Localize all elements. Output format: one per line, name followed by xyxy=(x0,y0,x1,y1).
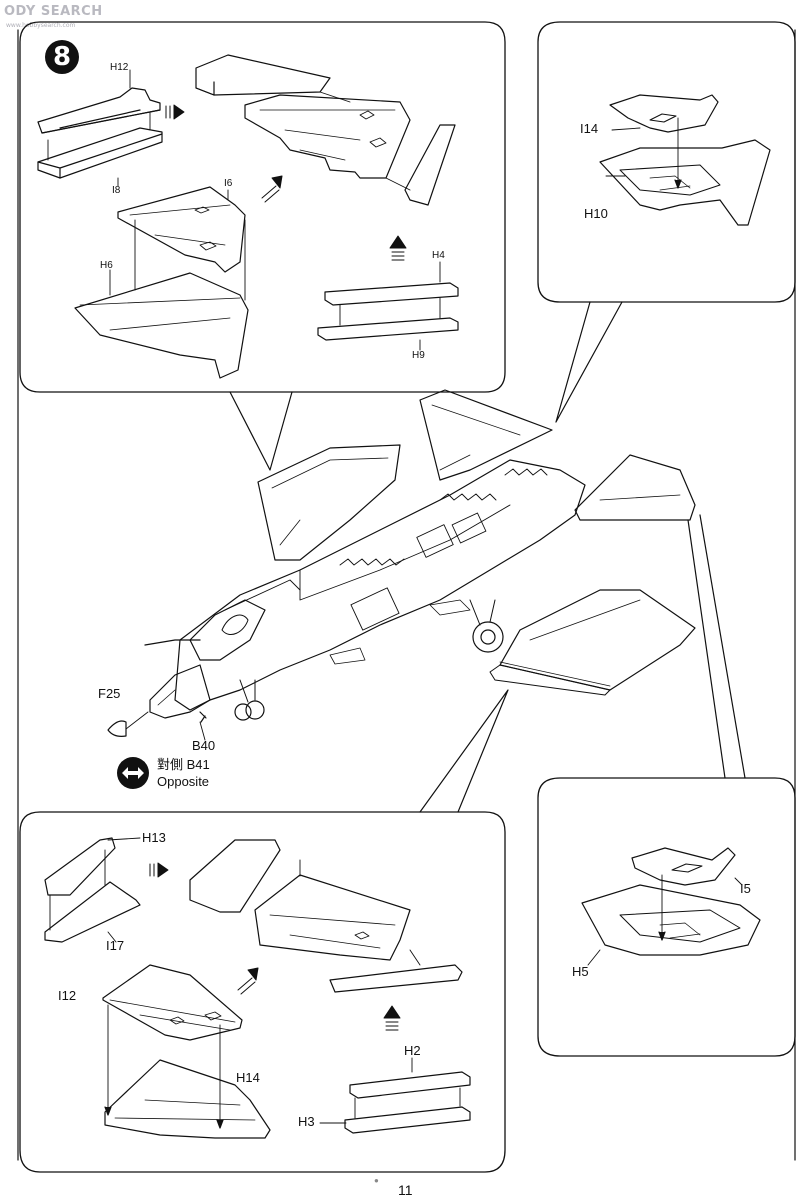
panel-top-right xyxy=(537,21,796,303)
part-label-h2: H2 xyxy=(404,1043,421,1058)
part-label-i5: I5 xyxy=(740,881,751,896)
callout-leader-bl xyxy=(419,689,509,813)
arrow-right-icon xyxy=(165,104,185,120)
watermark-url: www.hobbysearch.com xyxy=(6,22,76,29)
page-number: 11 xyxy=(398,1182,413,1198)
step-number-badge: 8 xyxy=(45,40,79,74)
part-label-h5: H5 xyxy=(572,964,589,979)
opposite-part-cn: 對側 B41 xyxy=(157,757,210,772)
callout-leader-tl xyxy=(229,391,293,471)
part-label-h12: H12 xyxy=(110,62,129,73)
part-label-i14: I14 xyxy=(580,121,599,136)
opposite-double-arrow-icon xyxy=(117,757,149,789)
panel-top-left xyxy=(19,21,506,393)
part-label-h14: H14 xyxy=(236,1070,260,1085)
callout-leader-tr xyxy=(555,301,623,423)
arrow-up-right-icon xyxy=(261,175,283,203)
arrow-up-icon xyxy=(389,235,407,261)
part-label-h10: H10 xyxy=(584,206,608,221)
part-label-h4: H4 xyxy=(432,250,445,261)
watermark-logo: ODY SEARCH xyxy=(4,4,103,19)
part-label-h6: H6 xyxy=(100,260,113,271)
panel-bottom-right xyxy=(537,777,796,1057)
opposite-part-en: Opposite xyxy=(157,774,210,789)
part-label-i6: I6 xyxy=(224,178,233,189)
part-label-h13: H13 xyxy=(142,830,166,845)
part-label-i12: I12 xyxy=(58,988,77,1003)
part-label-f25: F25 xyxy=(98,686,121,701)
callout-leader-br xyxy=(687,514,746,779)
part-label-h9: H9 xyxy=(412,350,425,361)
part-label-i8: I8 xyxy=(112,185,121,196)
part-label-i17: I17 xyxy=(106,938,125,953)
panel-bottom-left xyxy=(19,811,506,1173)
part-label-b40: B40 xyxy=(192,738,216,753)
page-dot: ● xyxy=(374,1176,379,1185)
arrow-right-icon xyxy=(149,862,169,878)
arrow-up-icon xyxy=(383,1005,401,1031)
part-label-h3: H3 xyxy=(298,1114,315,1129)
aircraft-drawing xyxy=(107,389,696,741)
arrow-up-right-icon xyxy=(237,967,259,995)
